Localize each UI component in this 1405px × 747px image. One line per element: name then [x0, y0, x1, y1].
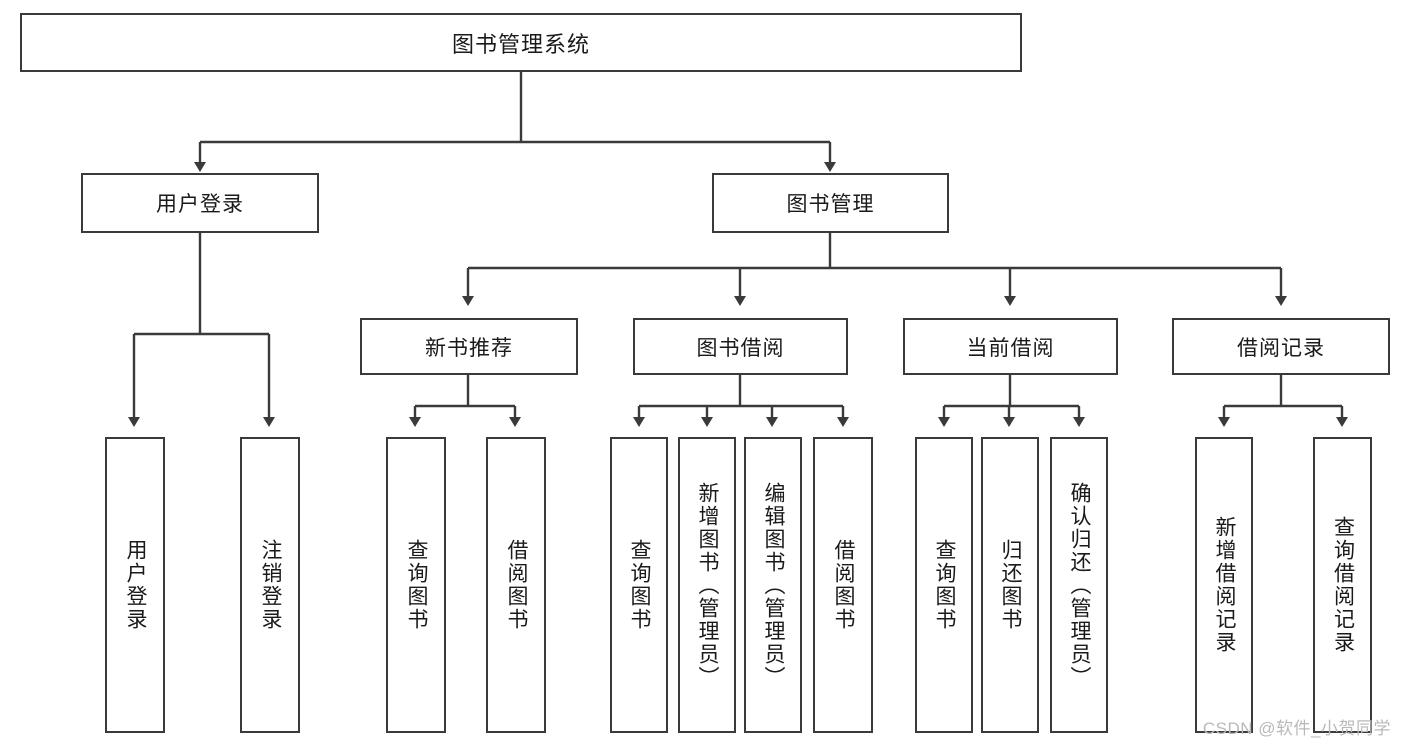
leaf-query-record[interactable]: 查询借阅记录	[1313, 437, 1372, 733]
node-label: 查询图书	[405, 539, 429, 631]
leaf-user-login[interactable]: 用户登录	[105, 437, 165, 733]
node-label: 借阅记录	[1237, 336, 1325, 360]
node-label: 查询图书	[933, 539, 957, 631]
leaf-add-book[interactable]: 新增图书（管理员）	[678, 437, 736, 733]
node-user-login[interactable]: 用户登录	[81, 173, 319, 233]
leaf-return-book[interactable]: 归还图书	[981, 437, 1039, 733]
node-borrow-record[interactable]: 借阅记录	[1172, 318, 1390, 375]
node-book-borrow[interactable]: 图书借阅	[633, 318, 848, 375]
node-label: 归还图书	[999, 539, 1023, 631]
leaf-edit-book[interactable]: 编辑图书（管理员）	[744, 437, 802, 733]
leaf-query-book-3[interactable]: 查询图书	[915, 437, 973, 733]
node-label: 图书管理系统	[451, 31, 590, 57]
leaf-add-record[interactable]: 新增借阅记录	[1195, 437, 1253, 733]
node-book-manage[interactable]: 图书管理	[712, 173, 949, 233]
node-label: 用户登录	[124, 539, 148, 631]
leaf-confirm-return[interactable]: 确认归还（管理员）	[1050, 437, 1108, 733]
node-label: 查询图书	[628, 539, 652, 631]
node-root-system[interactable]: 图书管理系统	[20, 13, 1022, 72]
node-label: 用户登录	[156, 193, 244, 216]
node-label: 编辑图书（管理员）	[762, 481, 786, 689]
node-new-book-rec[interactable]: 新书推荐	[360, 318, 578, 375]
node-label: 确认归还（管理员）	[1068, 481, 1092, 689]
node-label: 当前借阅	[966, 336, 1055, 360]
node-label: 借阅图书	[832, 539, 856, 631]
leaf-query-book-1[interactable]: 查询图书	[386, 437, 446, 733]
leaf-borrow-book-2[interactable]: 借阅图书	[813, 437, 873, 733]
node-label: 新增图书（管理员）	[696, 481, 720, 689]
node-label: 新增借阅记录	[1213, 516, 1237, 654]
leaf-logout[interactable]: 注销登录	[240, 437, 300, 733]
node-label: 图书借阅	[696, 336, 785, 360]
node-current-borrow[interactable]: 当前借阅	[903, 318, 1118, 375]
node-label: 新书推荐	[425, 336, 513, 360]
watermark-text: CSDN @软件_小贺同学	[1202, 719, 1391, 738]
node-label: 注销登录	[259, 539, 283, 631]
node-label: 图书管理	[786, 193, 875, 216]
node-label: 查询借阅记录	[1331, 516, 1355, 654]
node-label: 借阅图书	[505, 539, 529, 631]
leaf-query-book-2[interactable]: 查询图书	[610, 437, 668, 733]
leaf-borrow-book-1[interactable]: 借阅图书	[486, 437, 546, 733]
